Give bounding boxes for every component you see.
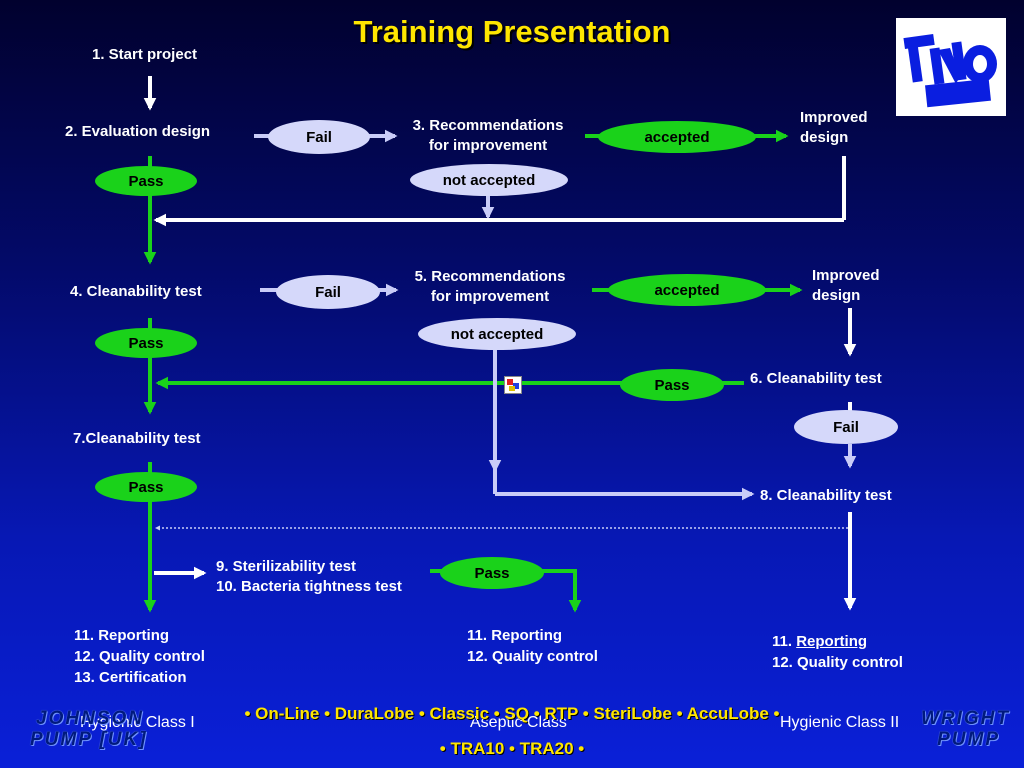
class-aseptic: Aseptic Class <box>470 714 567 731</box>
step-evaluation-design: 2. Evaluation design <box>65 123 211 140</box>
step-cleanability-test-4: 4. Cleanability test <box>70 283 202 300</box>
outcome-aseptic-class: 11. Reporting 12. Quality control <box>467 625 598 667</box>
outcome-left-quality-control: 12. Quality control <box>74 648 205 665</box>
step-recommendations-3-line2: for improvement <box>428 137 548 154</box>
outcome-hygienic-class-1: 11. Reporting 12. Quality control 13. Ce… <box>74 625 205 688</box>
fail-pill-2: Fail <box>276 275 380 309</box>
brand-johnson-line2: PUMP [UK] <box>30 729 148 750</box>
tno-logo-icon <box>903 33 997 108</box>
pass-pill-2: Pass <box>95 328 197 358</box>
outcome-middle-quality-control: 12. Quality control <box>467 648 598 665</box>
step-bacteria-tightness-test: 10. Bacteria tightness test <box>216 578 402 595</box>
product-list-line2: • TRA10 • TRA20 • <box>439 739 585 758</box>
step-recommendations-5-line1: 5. Recommendations <box>414 268 566 285</box>
step-sterilizability-test: 9. Sterilizability test <box>216 558 357 575</box>
outcome-right-prefix: 11. <box>772 633 797 650</box>
step-cleanability-test-6: 6. Cleanability test <box>750 370 882 387</box>
outcome-right-quality-control: 12. Quality control <box>772 654 903 671</box>
step-improved-design-1: Improved design <box>800 108 868 148</box>
fail-pill-3: Fail <box>794 410 898 444</box>
embedded-object-icon <box>504 376 522 394</box>
not-accepted-pill-2: not accepted <box>418 318 576 350</box>
step-recommendations-3: 3. Recommendations for improvement <box>396 116 580 156</box>
accepted-pill-1: accepted <box>598 121 756 153</box>
step-start-project: 1. Start project <box>92 46 198 63</box>
step-improved-design-2-line2: design <box>812 287 861 304</box>
product-list-line1: • On-Line • DuraLobe • Classic • SQ • RT… <box>244 704 780 723</box>
class-hygienic-1: Hygienic Class I <box>80 714 195 731</box>
pass-pill-4: Pass <box>95 472 197 502</box>
brand-wright-line2: PUMP <box>937 729 1000 750</box>
brand-johnson-pump: JOHNSON PUMP [UK] <box>30 708 148 750</box>
pass-pill-3: Pass <box>620 369 724 401</box>
arrow-pass5-to-aseptic <box>540 569 582 613</box>
class-hygienic-2: Hygienic Class II <box>780 714 900 731</box>
step-recommendations-5-line2: for improvement <box>430 288 550 305</box>
page-title: Training Presentation <box>353 14 671 49</box>
step-improved-design-1-line1: Improved <box>800 109 868 126</box>
brand-johnson-line1: JOHNSON <box>36 708 144 729</box>
reporting-link[interactable]: Reporting <box>796 633 868 650</box>
step-recommendations-3-line1: 3. Recommendations <box>412 117 564 134</box>
brand-wright-pump: WRIGHT PUMP <box>900 708 1010 750</box>
pass-pill-5: Pass <box>440 557 544 589</box>
outcome-left-certification: 13. Certification <box>74 669 187 686</box>
step-improved-design-2-line1: Improved <box>812 267 880 284</box>
fail-pill-1: Fail <box>268 120 370 154</box>
accepted-pill-2: accepted <box>608 274 766 306</box>
brand-wright-line1: WRIGHT <box>920 708 1010 729</box>
not-accepted-pill-1: not accepted <box>410 164 568 196</box>
step-improved-design-1-line2: design <box>800 129 849 146</box>
step-improved-design-2: Improved design <box>812 266 880 306</box>
tno-logo <box>896 18 1006 116</box>
step-cleanability-test-7: 7.Cleanability test <box>73 430 201 447</box>
outcome-left-reporting: 11. Reporting <box>74 627 170 644</box>
outcome-hygienic-class-2: 11. Reporting 12. Quality control <box>772 631 903 673</box>
outcome-middle-reporting: 11. Reporting <box>467 627 563 644</box>
pass-pill-1: Pass <box>95 166 197 196</box>
step-recommendations-5: 5. Recommendations for improvement <box>398 267 582 307</box>
step-cleanability-test-8: 8. Cleanability test <box>760 487 892 504</box>
